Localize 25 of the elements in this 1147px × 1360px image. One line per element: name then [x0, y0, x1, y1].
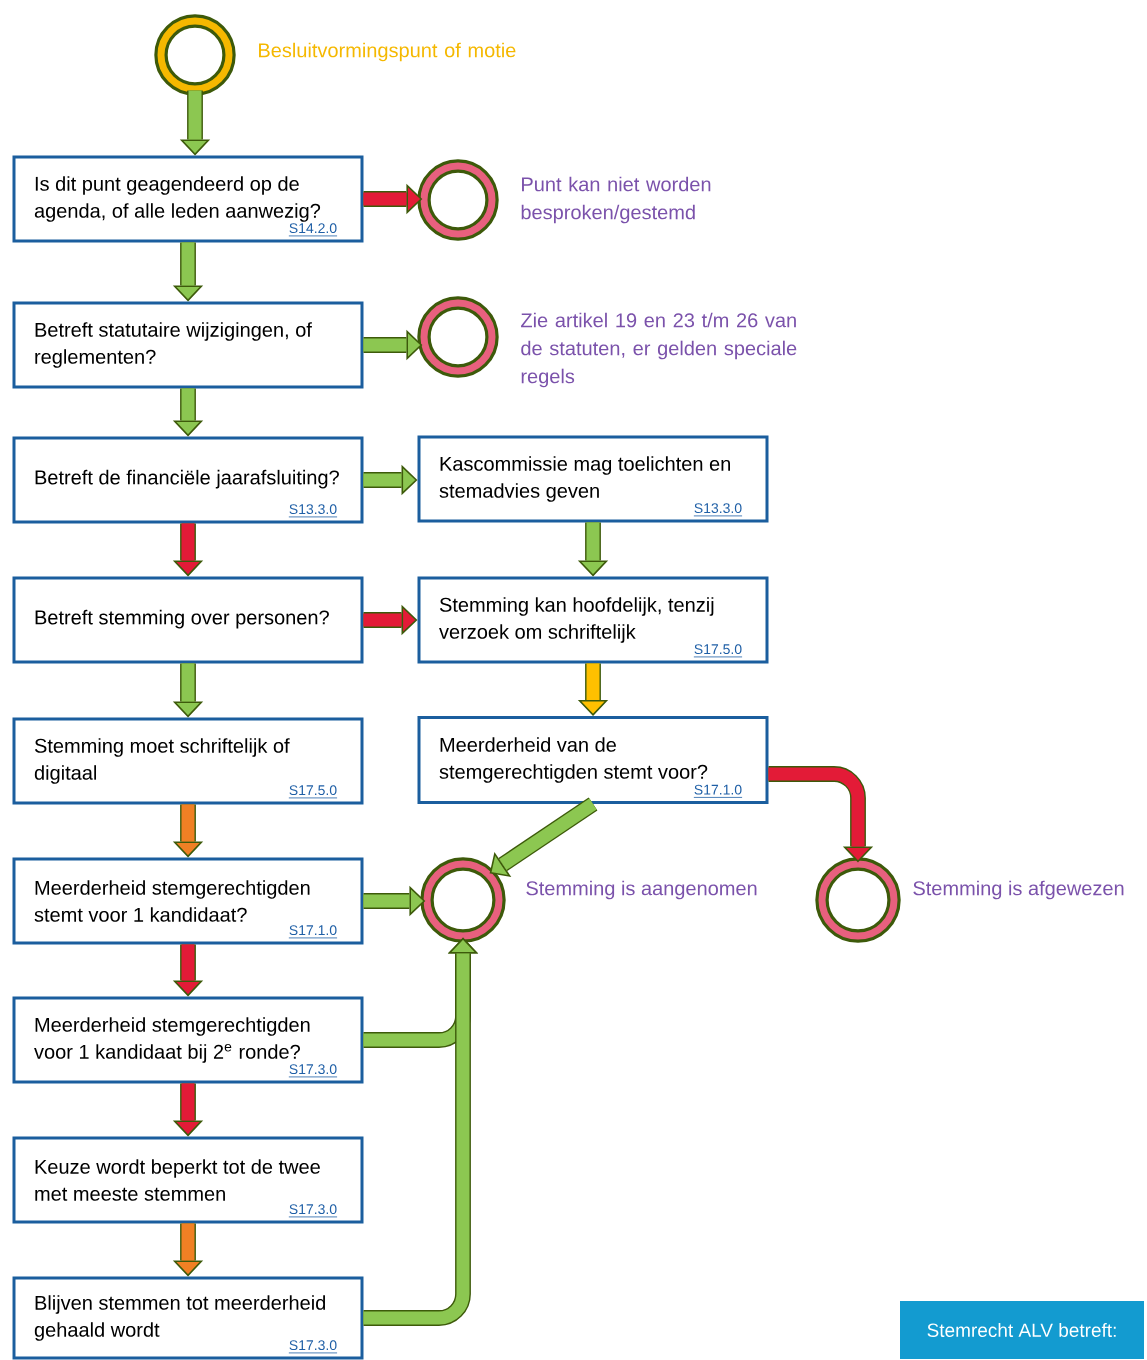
section-reference: S17.3.0: [288, 1204, 338, 1218]
circle-caption: Stemming is afgewezen: [913, 880, 1124, 900]
block-arrow: [768, 766, 874, 863]
section-reference: S14.2.0: [288, 223, 338, 237]
terminal-circle: [154, 14, 236, 96]
circle-caption: Stemming is aangenomen: [526, 880, 757, 900]
terminal-circle: [420, 857, 506, 943]
section-reference: S17.5.0: [693, 644, 743, 658]
circle-caption: Zie artikel 19 en 23 t/m 26 van de statuten, er gelden speciale regels: [521, 312, 797, 388]
section-reference: S13.3.0: [288, 504, 338, 518]
circle-caption: Punt kan niet worden besproken/gestemd: [521, 176, 711, 224]
terminal-circle: [417, 296, 499, 378]
section-reference: S13.3.0: [693, 503, 743, 517]
section-reference: S17.1.0: [288, 925, 338, 939]
circle-caption: Besluitvormingspunt of motie: [259, 42, 516, 62]
section-reference: S17.3.0: [288, 1340, 338, 1354]
section-reference: S17.3.0: [288, 1064, 338, 1078]
info-box: Stemrecht ALV betreft:: [900, 1301, 1144, 1359]
terminal-circle: [417, 159, 499, 241]
section-reference: S17.1.0: [693, 784, 743, 798]
flow-box: Betreft statutaire wijzigingen, of reglementen?: [12, 301, 364, 389]
terminal-circle: [815, 857, 901, 943]
flow-box: Betreft stemming over personen?: [12, 576, 364, 664]
block-arrow: [489, 797, 598, 878]
section-reference: S17.5.0: [288, 785, 338, 799]
